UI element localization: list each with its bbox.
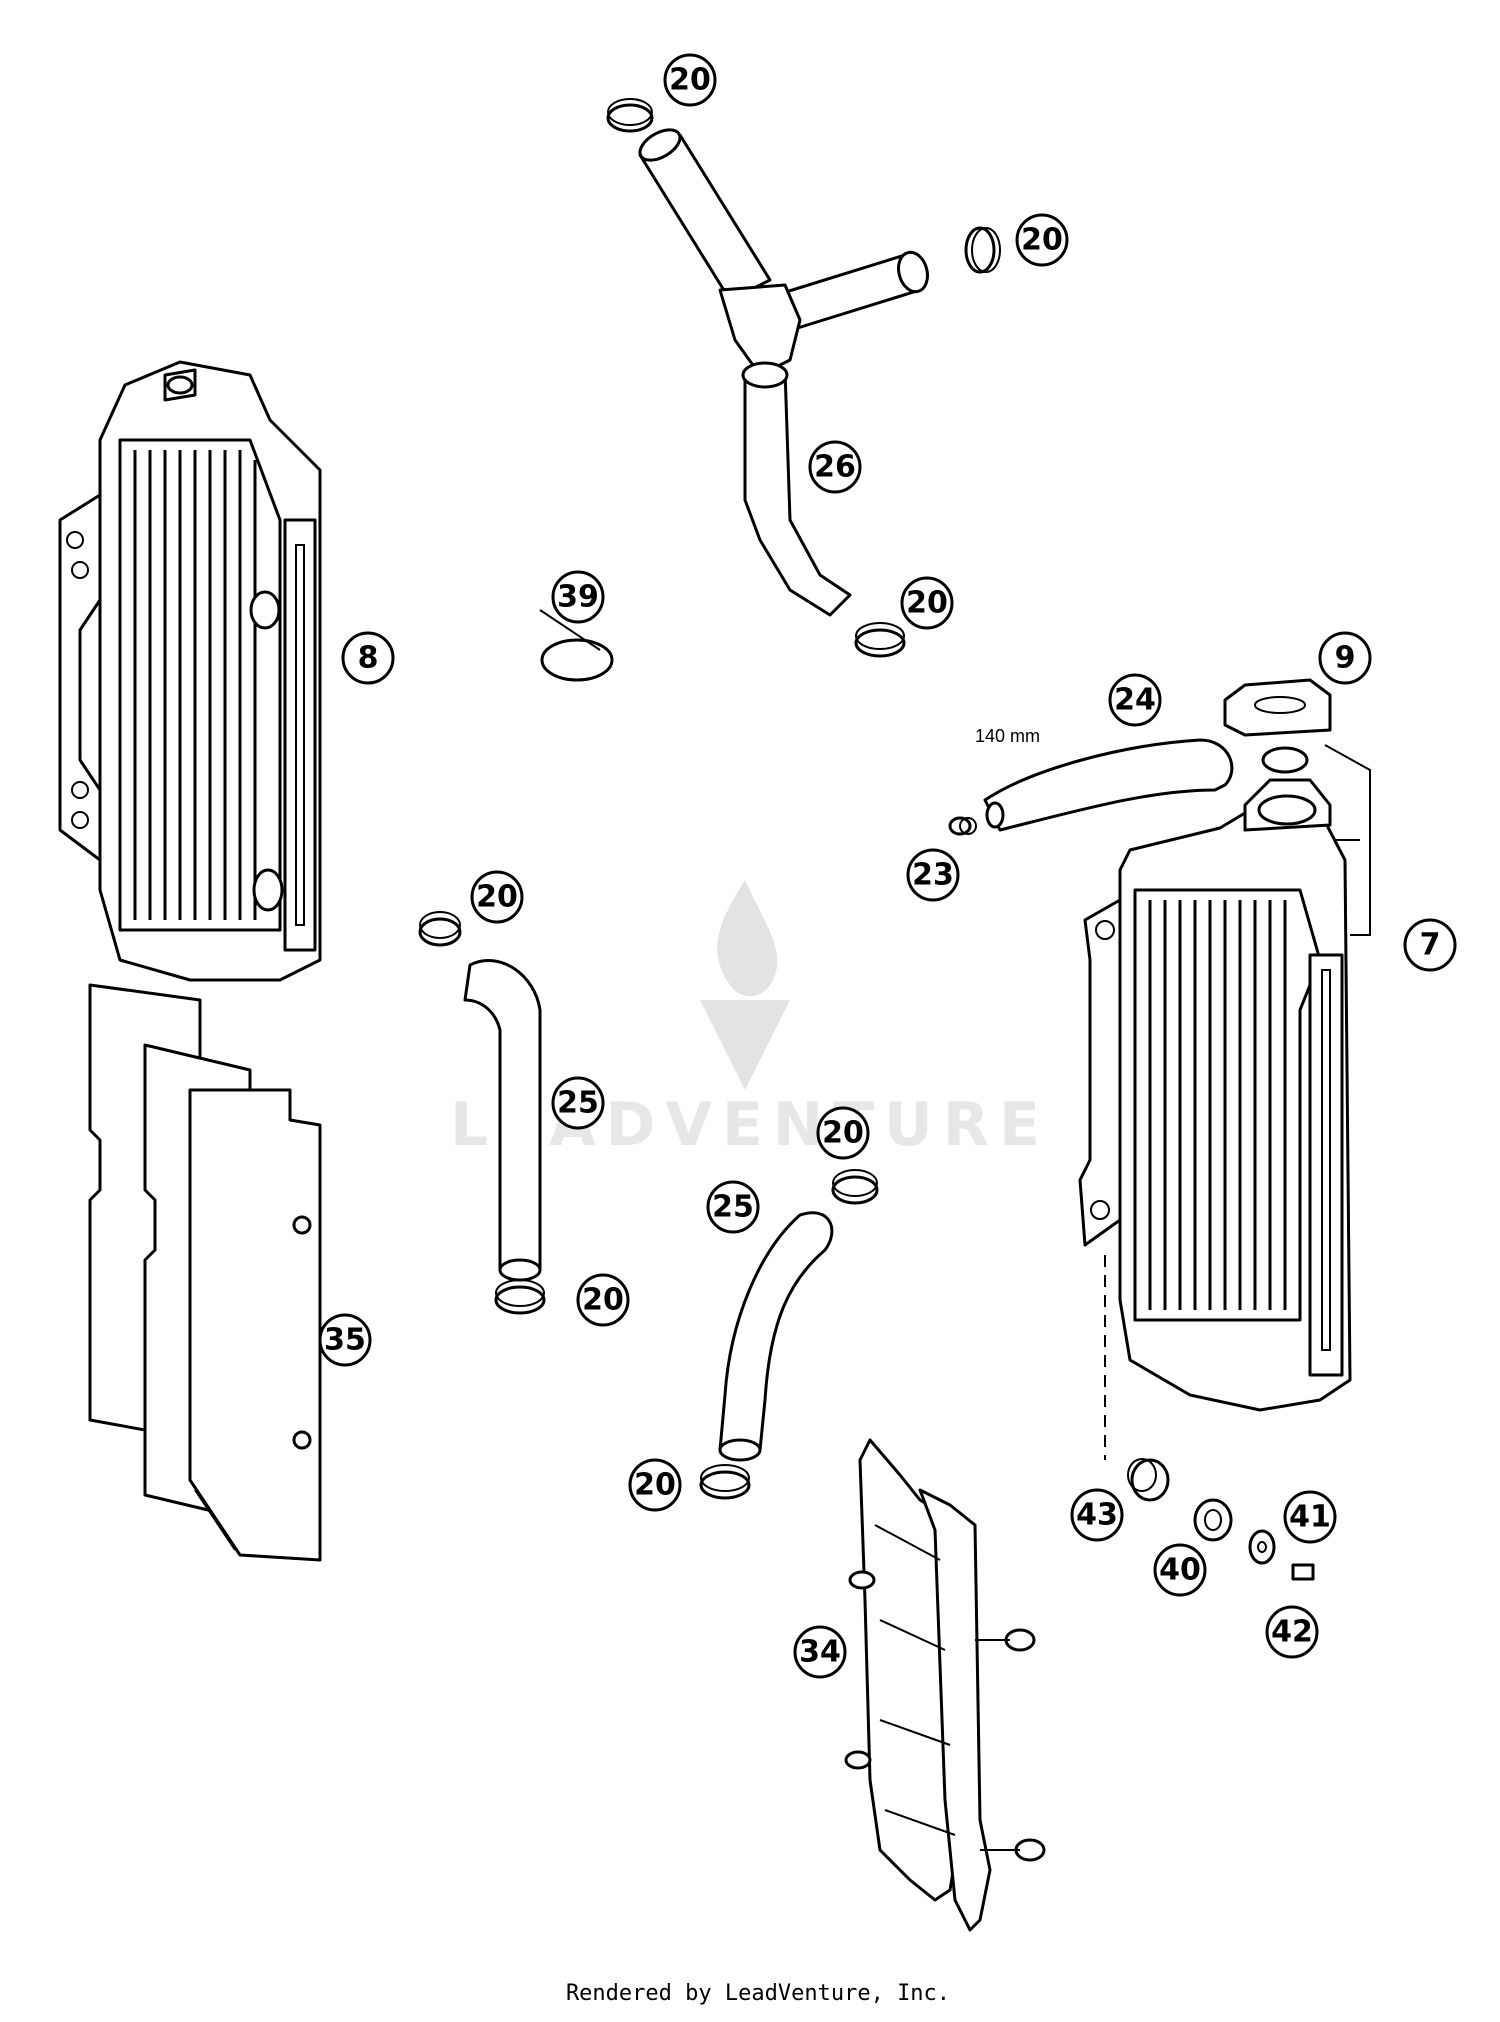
hose-clamp-right-mid xyxy=(831,1169,879,1205)
cable-tie-39 xyxy=(539,609,614,682)
callout-35: 35 xyxy=(318,1313,372,1367)
bolt-42 xyxy=(1291,1563,1315,1581)
dimension-140mm: 140 mm xyxy=(975,726,1040,746)
callout-40: 40 xyxy=(1153,1543,1207,1597)
left-radiator-8 xyxy=(58,360,322,982)
svg-text:41: 41 xyxy=(1289,1500,1331,1535)
callout-20-upper-right: 20 xyxy=(1015,213,1069,267)
drain-fitting-43 xyxy=(1127,1458,1170,1502)
footer-credit: Rendered by LeadVenture, Inc. xyxy=(566,1981,950,2006)
svg-text:34: 34 xyxy=(799,1635,841,1670)
grommet-40 xyxy=(1193,1498,1233,1542)
svg-text:9: 9 xyxy=(1335,641,1356,676)
callout-20-left-mid: 20 xyxy=(470,870,524,924)
radiator-guard-34 xyxy=(844,1438,1046,1932)
callout-25-right: 25 xyxy=(706,1180,760,1234)
svg-text:20: 20 xyxy=(582,1283,624,1318)
callout-23: 23 xyxy=(906,848,960,902)
svg-text:40: 40 xyxy=(1159,1553,1201,1588)
callout-24: 24 xyxy=(1108,673,1162,727)
hose-clamp-mid xyxy=(854,622,906,658)
svg-text:20: 20 xyxy=(634,1468,676,1503)
svg-text:23: 23 xyxy=(912,858,954,893)
svg-text:20: 20 xyxy=(906,586,948,621)
svg-text:7: 7 xyxy=(1420,928,1441,963)
svg-text:25: 25 xyxy=(557,1086,599,1121)
callout-20-right-low: 20 xyxy=(628,1458,682,1512)
svg-text:20: 20 xyxy=(476,880,518,915)
left-radiator-fins xyxy=(133,450,257,920)
dimension-label: 140 mm xyxy=(975,726,1040,746)
radiator-guard-35 xyxy=(88,983,322,1562)
watermark-text: LEADVENTURE xyxy=(450,1090,1050,1160)
svg-text:20: 20 xyxy=(1021,223,1063,258)
callout-25-left: 25 xyxy=(551,1076,605,1130)
svg-text:20: 20 xyxy=(669,63,711,98)
callout-20-right-mid: 20 xyxy=(816,1106,870,1160)
svg-text:35: 35 xyxy=(324,1323,366,1358)
right-radiator-fins xyxy=(1148,900,1287,1310)
hose-clamp-top xyxy=(606,98,654,133)
hose-clamp-left-mid xyxy=(418,911,462,947)
callout-9: 9 xyxy=(1318,631,1372,685)
hose-clamp-left-low xyxy=(494,1279,546,1315)
callout-20-mid: 20 xyxy=(900,576,954,630)
svg-text:8: 8 xyxy=(358,641,379,676)
callout-26: 26 xyxy=(808,440,862,494)
washer-41 xyxy=(1248,1529,1276,1565)
callout-20-top: 20 xyxy=(663,53,717,107)
callout-7: 7 xyxy=(1403,918,1457,972)
svg-text:42: 42 xyxy=(1271,1615,1313,1650)
hose-clamp-upper-right xyxy=(964,226,1001,274)
svg-text:24: 24 xyxy=(1114,683,1156,718)
svg-text:39: 39 xyxy=(557,580,599,615)
callout-8: 8 xyxy=(341,631,395,685)
callout-20-left-low: 20 xyxy=(576,1273,630,1327)
overflow-hose-24 xyxy=(983,738,1234,832)
svg-text:26: 26 xyxy=(814,450,856,485)
hose-25-right xyxy=(718,1211,834,1462)
hose-clamp-right-low xyxy=(699,1464,751,1500)
callout-42: 42 xyxy=(1265,1605,1319,1659)
callout-39: 39 xyxy=(551,570,605,624)
watermark-logo: LEADVENTURE xyxy=(450,880,1050,1160)
svg-text:43: 43 xyxy=(1076,1498,1118,1533)
svg-text:20: 20 xyxy=(822,1116,864,1151)
clamp-23 xyxy=(948,816,977,836)
callout-41: 41 xyxy=(1283,1490,1337,1544)
radiator-cap-9 xyxy=(1223,678,1332,774)
svg-text:25: 25 xyxy=(712,1190,754,1225)
callout-34: 34 xyxy=(793,1625,847,1679)
callout-43: 43 xyxy=(1070,1488,1124,1542)
y-hose-26 xyxy=(638,128,929,617)
right-radiator-7 xyxy=(1078,744,1371,1460)
